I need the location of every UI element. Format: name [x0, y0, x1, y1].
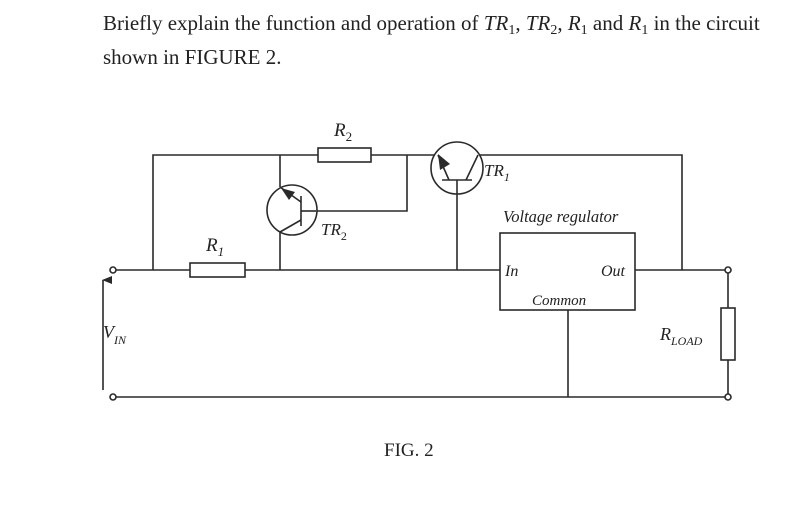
vin-plus-terminal	[109, 266, 117, 274]
figure-caption: FIG. 2	[384, 440, 434, 461]
tr1-collector-wire	[478, 154, 683, 270]
r2-label: R2	[333, 120, 352, 144]
regulator-in-label: In	[504, 263, 518, 280]
voltage-regulator-box	[499, 232, 636, 311]
wires	[116, 154, 729, 398]
rload-resistor	[720, 307, 736, 361]
tr2-transistor	[266, 184, 318, 236]
r2-resistor	[317, 147, 372, 163]
vin-label: VIN	[103, 322, 127, 347]
regulator-common-label: Common	[532, 293, 586, 309]
regulator-title: Voltage regulator	[503, 207, 619, 226]
top-rail-wire	[152, 154, 438, 270]
rload-label: RLOAD	[659, 324, 703, 348]
tr2-base-wire	[316, 155, 408, 212]
r1-resistor	[189, 262, 246, 278]
out-plus-terminal	[724, 266, 732, 274]
tr1-transistor	[430, 141, 484, 195]
out-minus-terminal	[724, 393, 732, 401]
tr2-label: TR2	[321, 220, 347, 243]
regulator-out-label: Out	[601, 263, 626, 280]
tr1-label: TR1	[484, 161, 510, 184]
vin-minus-terminal	[109, 393, 117, 401]
question-text: Briefly explain the function and operati…	[103, 11, 760, 69]
r1-label: R1	[205, 235, 224, 259]
